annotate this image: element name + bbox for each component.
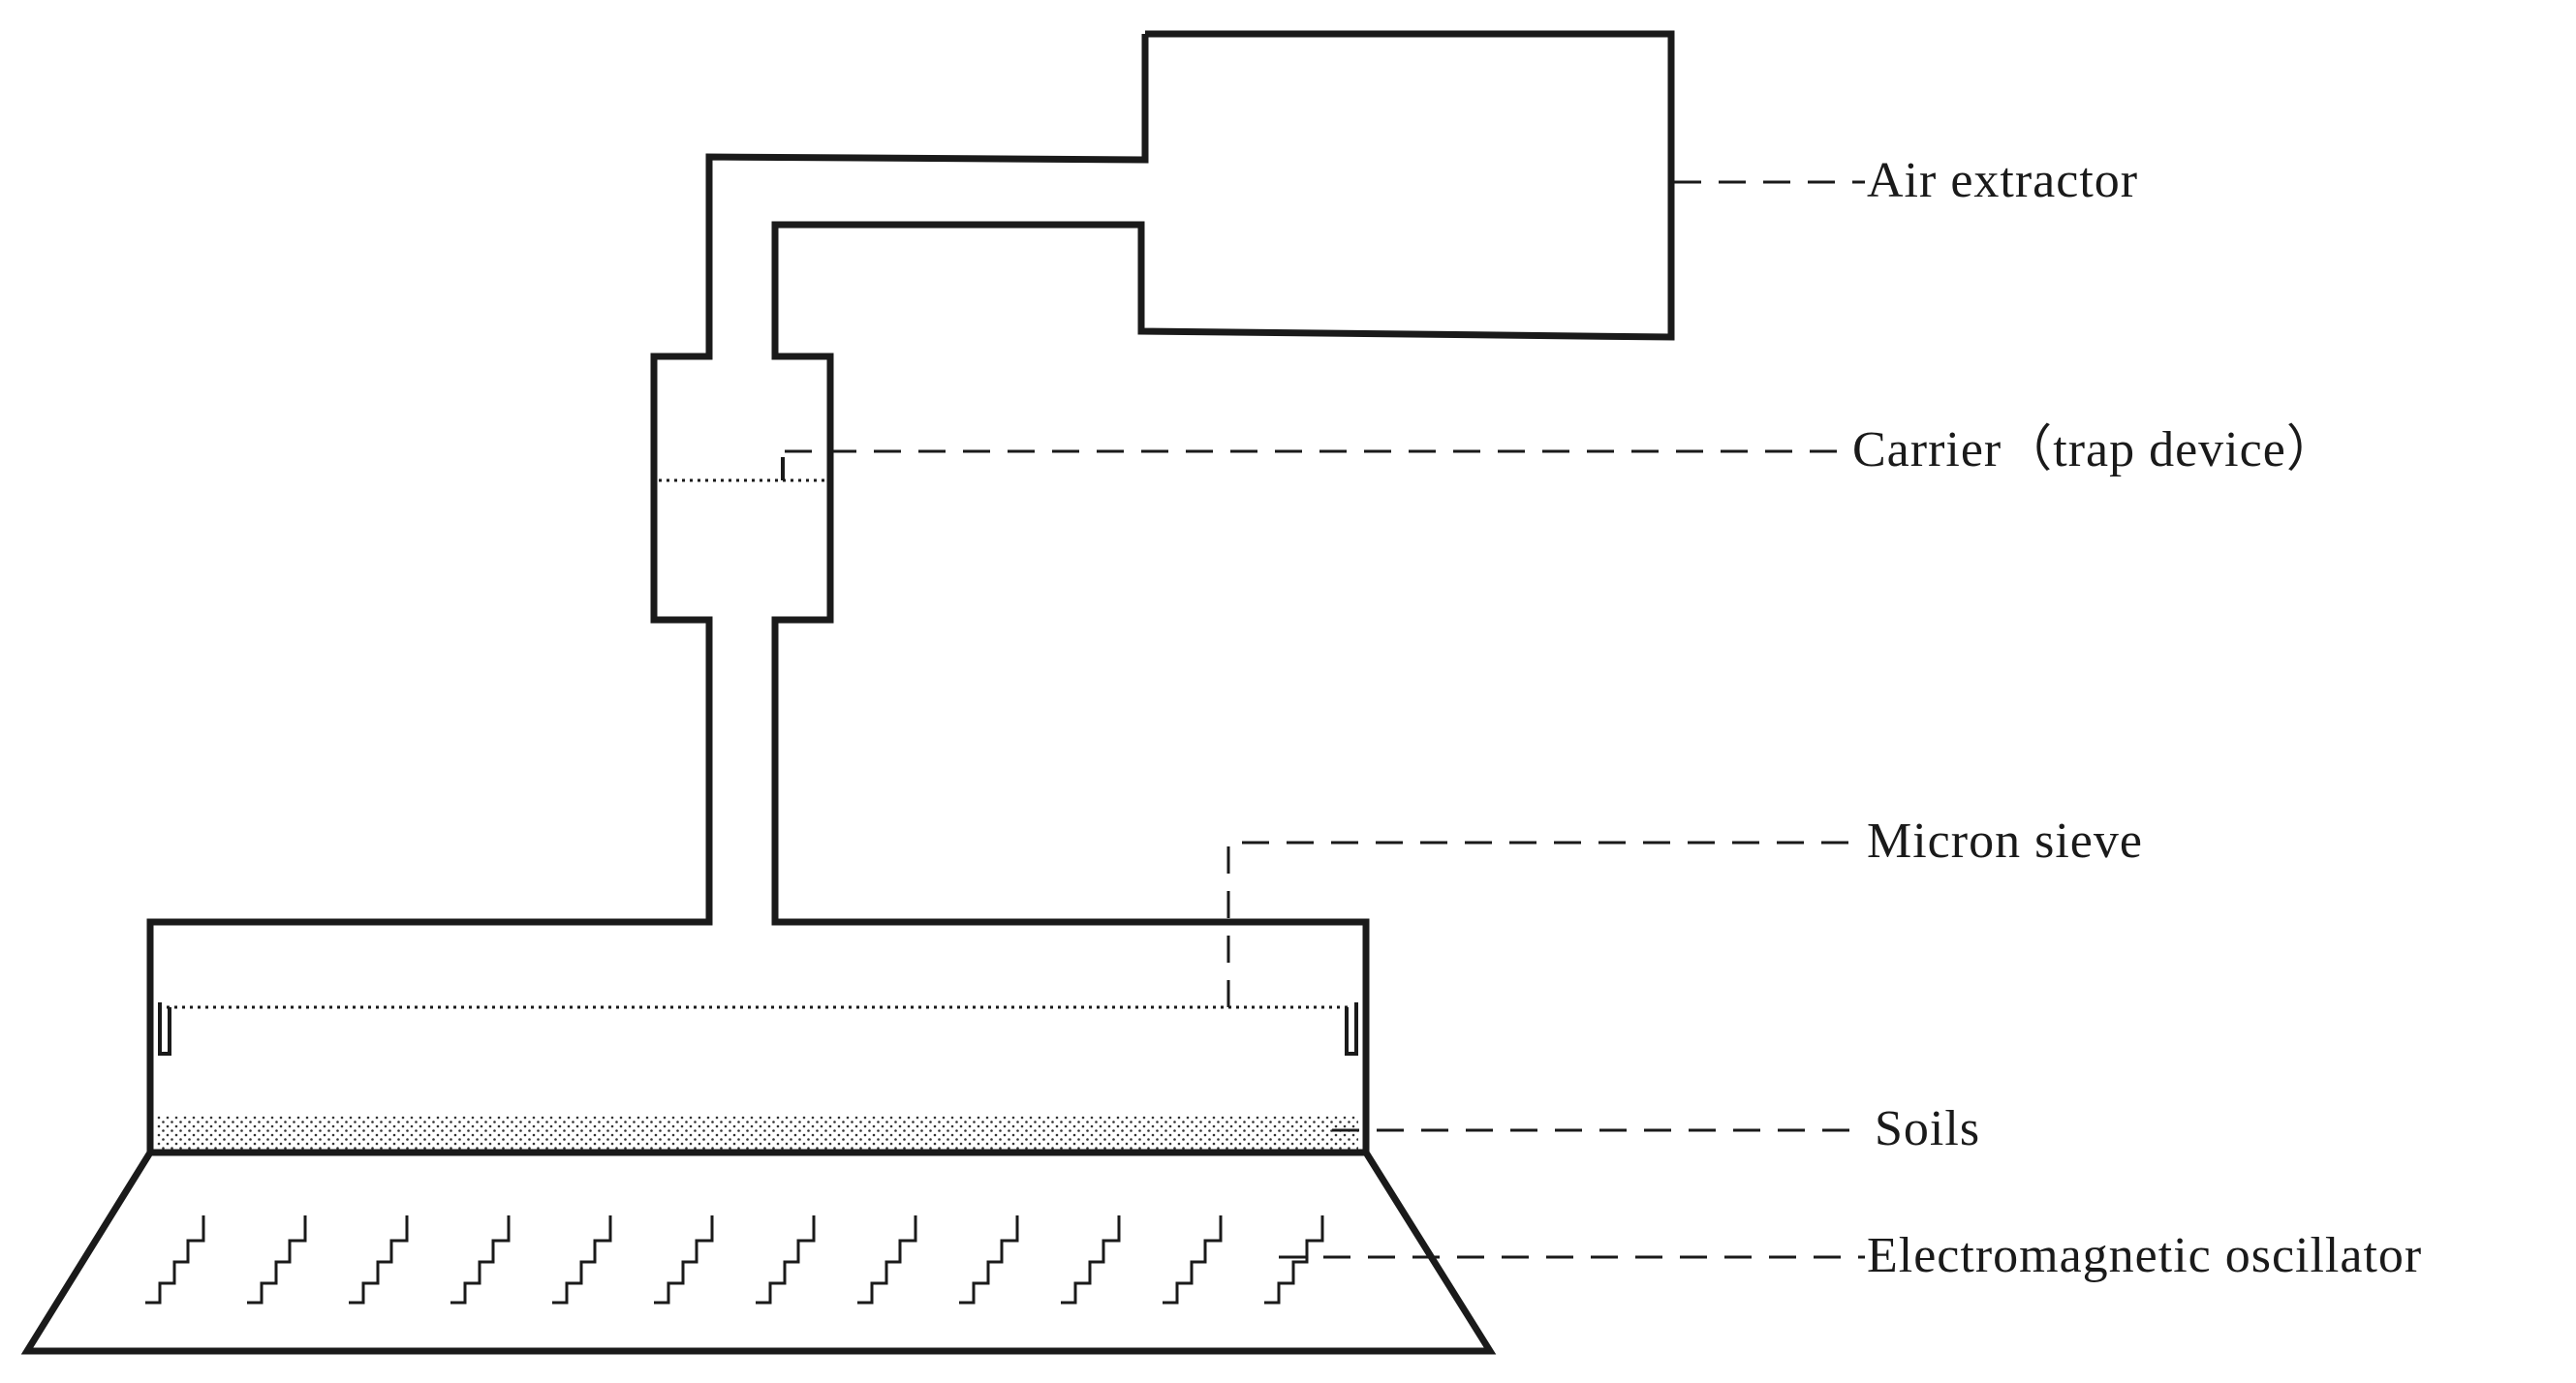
label-carrier: Carrier（trap device） [1852, 422, 2338, 477]
label-air-extractor: Air extractor [1867, 153, 2138, 208]
oscillator-waves [145, 1215, 1324, 1305]
oscillator-wave [959, 1215, 1019, 1305]
oscillator-wave [654, 1215, 714, 1305]
oscillator-base [20, 1149, 1497, 1355]
oscillator-wave [1061, 1215, 1121, 1305]
oscillator-wave [247, 1215, 307, 1305]
oscillator-wave [857, 1215, 917, 1305]
soils-layer [157, 1116, 1358, 1150]
oscillator-wave [552, 1215, 612, 1305]
oscillator-wave [349, 1215, 409, 1305]
label-oscillator: Electromagnetic oscillator [1867, 1228, 2422, 1283]
container-right-notch [1345, 1002, 1358, 1056]
oscillator-wave [450, 1215, 511, 1305]
label-micron-sieve: Micron sieve [1867, 814, 2143, 869]
leader-micron-sieve [1226, 841, 1865, 1007]
oscillator-wave [756, 1215, 816, 1305]
pipe-outer-wall [146, 34, 1149, 1152]
label-soils: Soils [1875, 1101, 1980, 1156]
container-left-notch [158, 1002, 171, 1056]
oscillator-wave [145, 1215, 205, 1305]
oscillator-wave [1163, 1215, 1223, 1305]
oscillator-wave [1264, 1215, 1324, 1305]
air-extractor-outline [771, 30, 1675, 1152]
